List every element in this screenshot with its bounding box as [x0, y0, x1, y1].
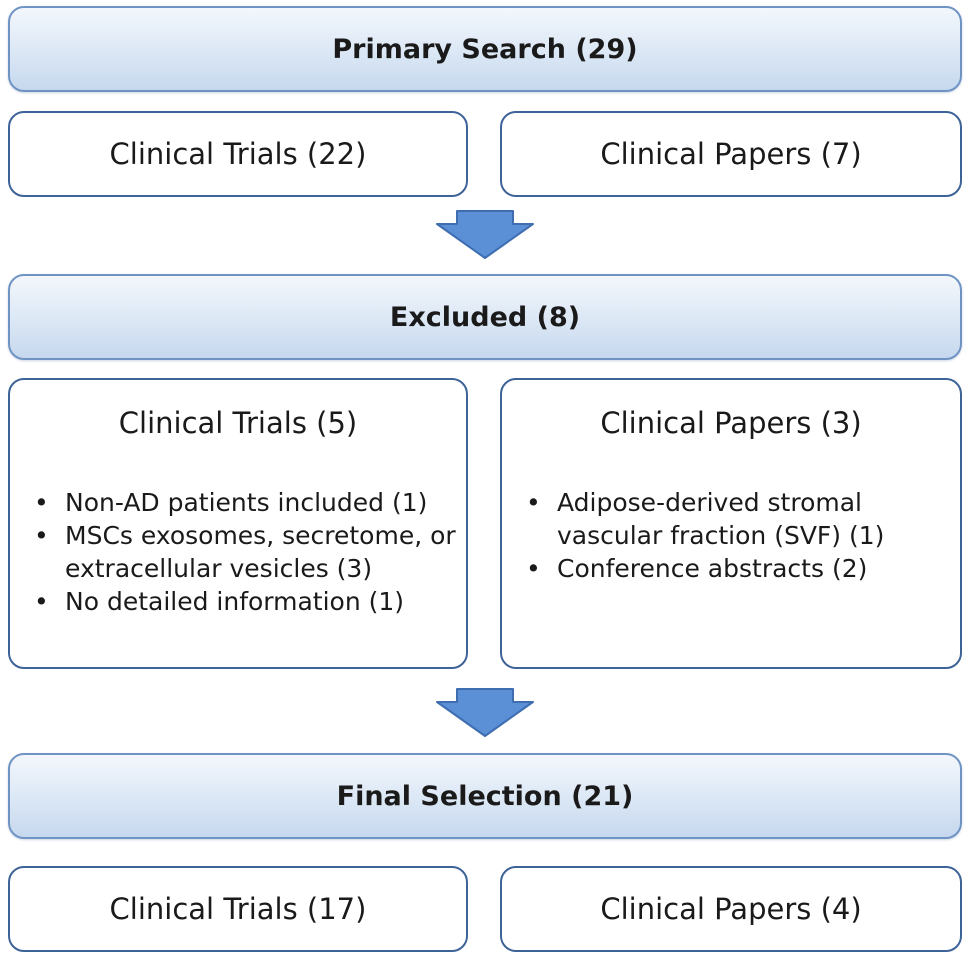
excluded-clinical-papers-title: Clinical Papers (3): [600, 406, 862, 440]
final-selection-header: Final Selection (21): [8, 753, 962, 839]
final-clinical-papers-box: Clinical Papers (4): [500, 866, 962, 952]
primary-clinical-trials-box: Clinical Trials (22): [8, 111, 468, 197]
excluded-clinical-papers-box: Clinical Papers (3) Adipose-derived stro…: [500, 378, 962, 669]
down-arrow-icon: [436, 688, 534, 737]
list-item: No detailed information (1): [30, 585, 456, 618]
down-arrow-icon: [436, 210, 534, 259]
list-item: Non-AD patients included (1): [30, 486, 456, 519]
final-clinical-trials-label: Clinical Trials (17): [109, 892, 367, 926]
primary-clinical-trials-label: Clinical Trials (22): [109, 137, 367, 171]
list-item: MSCs exosomes, secretome, or extracellul…: [30, 519, 456, 585]
primary-clinical-papers-box: Clinical Papers (7): [500, 111, 962, 197]
excluded-header: Excluded (8): [8, 274, 962, 360]
final-clinical-papers-label: Clinical Papers (4): [600, 892, 862, 926]
list-item: Conference abstracts (2): [522, 552, 950, 585]
excluded-clinical-trials-title: Clinical Trials (5): [118, 406, 358, 440]
down-arrow-shape: [436, 688, 534, 737]
down-arrow-shape: [436, 210, 534, 259]
primary-clinical-papers-label: Clinical Papers (7): [600, 137, 862, 171]
final-clinical-trials-box: Clinical Trials (17): [8, 866, 468, 952]
final-selection-label: Final Selection (21): [336, 780, 634, 812]
excluded-trials-reasons-list: Non-AD patients included (1) MSCs exosom…: [30, 486, 456, 618]
primary-search-header: Primary Search (29): [8, 6, 962, 92]
excluded-label: Excluded (8): [389, 301, 581, 333]
excluded-clinical-trials-box: Clinical Trials (5) Non-AD patients incl…: [8, 378, 468, 669]
excluded-papers-reasons-list: Adipose-derived stromal vascular fractio…: [522, 486, 950, 585]
list-item: Adipose-derived stromal vascular fractio…: [522, 486, 950, 552]
primary-search-label: Primary Search (29): [332, 33, 638, 65]
